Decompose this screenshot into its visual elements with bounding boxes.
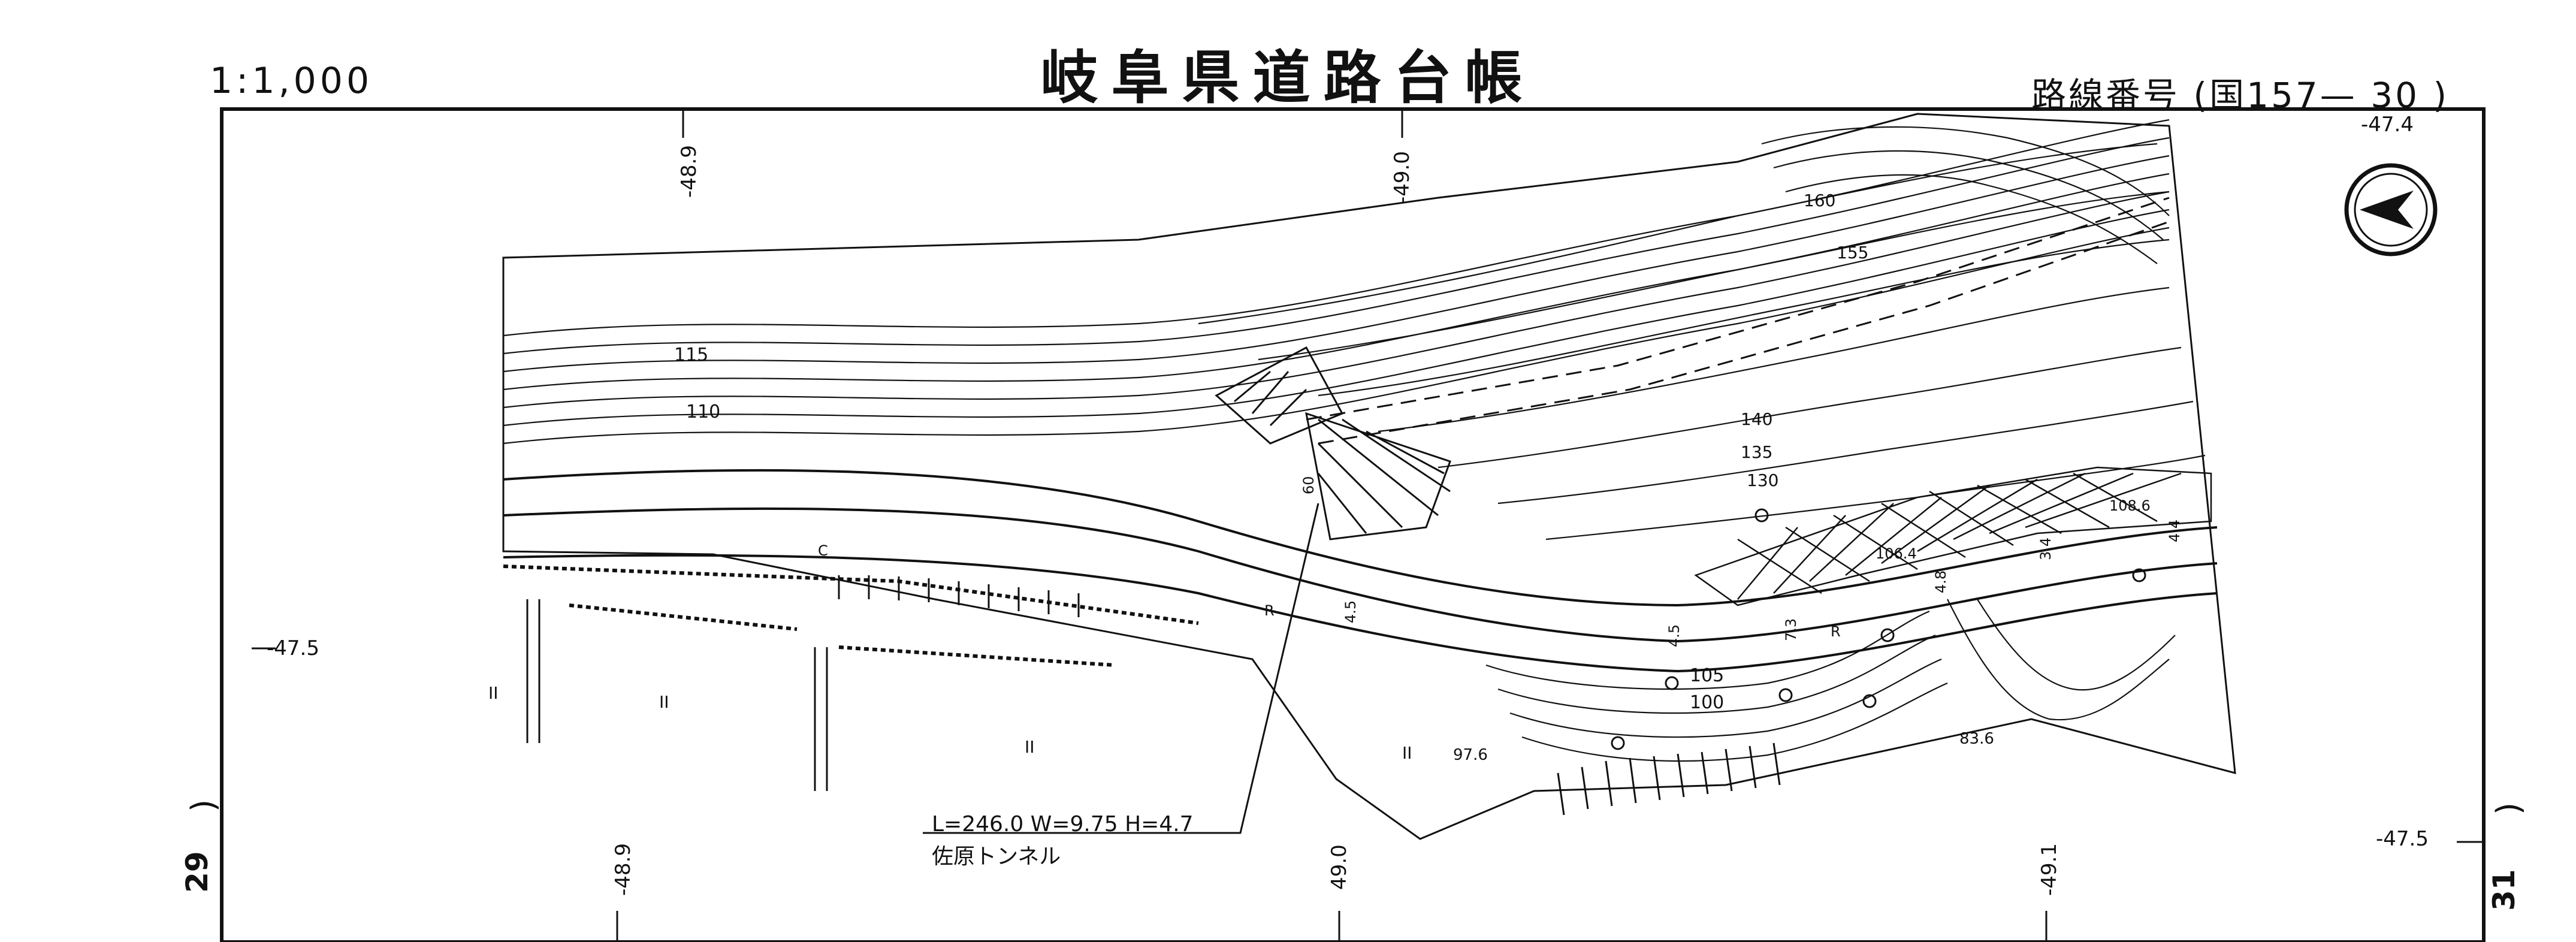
road-width: 4.5 bbox=[1666, 624, 1683, 647]
road-walls bbox=[503, 564, 1199, 667]
grid-label-top-489: -48.9 bbox=[677, 145, 701, 198]
road-width: 4.4 bbox=[2166, 519, 2183, 542]
map-scale: 1:1,000 bbox=[210, 60, 373, 102]
land-mark: II bbox=[659, 692, 669, 712]
land-mark: II bbox=[1402, 743, 1412, 763]
tunnel-alignment bbox=[1306, 197, 2170, 445]
grid-ticks bbox=[252, 109, 2484, 942]
contour-label: 110 bbox=[686, 401, 721, 422]
contour-label: 160 bbox=[1804, 191, 1836, 210]
retaining-wall-hatch bbox=[1694, 466, 2212, 606]
map-frame bbox=[220, 107, 2486, 942]
road-mark: R bbox=[1264, 602, 1275, 619]
land-mark: II bbox=[488, 683, 499, 703]
adjacent-sheet-left: 29 bbox=[180, 851, 215, 893]
slope-hachures bbox=[526, 575, 1781, 816]
contour-label: 130 bbox=[1747, 470, 1779, 490]
tunnel-portal bbox=[1215, 346, 1451, 541]
national-route-157 bbox=[503, 469, 2218, 673]
road-width: 3.4 bbox=[2037, 537, 2054, 560]
contour-lines-south bbox=[1485, 599, 2176, 762]
grid-label-bottom-490: 49.0 bbox=[1327, 844, 1351, 890]
adjacent-sheet-right: 31 bbox=[2487, 869, 2521, 911]
land-mark: II bbox=[1025, 737, 1035, 757]
survey-area-outline bbox=[502, 113, 2236, 840]
survey-points bbox=[1611, 508, 2146, 750]
sheet-title: 岐阜県道路台帳 bbox=[1040, 44, 1536, 111]
spot-height: 83.6 bbox=[1959, 730, 1994, 748]
road-mark: 60 bbox=[1300, 476, 1317, 494]
contour-label: 140 bbox=[1741, 409, 1773, 429]
road-width: 4.5 bbox=[1342, 600, 1359, 623]
road-mark: C bbox=[818, 542, 828, 559]
contour-label: 135 bbox=[1741, 442, 1773, 462]
grid-label-top-right: -47.4 bbox=[2361, 113, 2414, 137]
contour-label: 105 bbox=[1690, 665, 1725, 686]
contour-lines-north bbox=[503, 119, 2206, 541]
tunnel-leader bbox=[923, 503, 1319, 834]
grid-label-bottom-489: -48.9 bbox=[611, 843, 635, 896]
contour-label: 155 bbox=[1837, 243, 1869, 262]
road-width: 7.3 bbox=[1783, 618, 1799, 641]
adjacent-paren-right: ) bbox=[2490, 802, 2527, 815]
contour-label: 100 bbox=[1690, 692, 1725, 713]
spot-height: 106.4 bbox=[1876, 545, 1917, 562]
north-arrow-icon bbox=[2344, 163, 2438, 256]
grid-label-left-475: -47.5 bbox=[267, 636, 319, 660]
adjacent-paren-left: ) bbox=[185, 799, 222, 812]
grid-label-bottom-491: -49.1 bbox=[2037, 843, 2061, 896]
grid-label-top-490: -49.0 bbox=[1390, 151, 1414, 204]
spot-height: 108.6 bbox=[2109, 497, 2151, 514]
road-width: 4.8 bbox=[1932, 570, 1949, 593]
contour-label: 115 bbox=[674, 345, 709, 366]
tunnel-name: 佐原トンネル bbox=[932, 844, 1061, 869]
tunnel-dimensions: L=246.0 W=9.75 H=4.7 bbox=[932, 812, 1194, 837]
road-mark: R bbox=[1831, 623, 1841, 640]
grid-label-right-475: -47.5 bbox=[2376, 827, 2429, 851]
spot-height: 97.6 bbox=[1453, 746, 1488, 764]
